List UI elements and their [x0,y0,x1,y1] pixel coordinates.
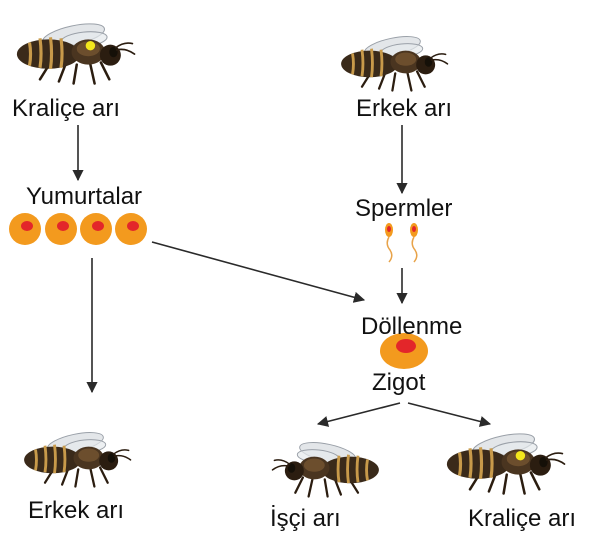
queen-mark-dot [515,450,526,461]
queen-mark-dot [85,40,96,51]
egg [45,213,77,245]
egg [115,213,147,245]
label-drone-bottom: Erkek arı [28,497,124,524]
arrow-eggs-to-fertilization [151,241,366,303]
label-fertilization: Döllenme [361,313,462,340]
egg [9,213,41,245]
drone-bee-icon [22,427,132,488]
label-sperm: Spermler [355,195,452,222]
label-queen-bottom: Kraliçe arı [468,505,576,532]
eggs-group [9,213,147,245]
queen-bee-icon [445,427,567,496]
label-worker: İşçi arı [270,505,341,532]
arrow-zygote-to-queen [407,402,492,427]
label-zygote: Zigot [372,369,426,396]
egg [80,213,112,245]
label-drone-top: Erkek arı [356,95,452,122]
sperm-cells-icon [385,223,418,263]
label-queen-top: Kraliçe arı [12,95,120,122]
queen-bee-icon [15,17,137,86]
label-eggs: Yumurtalar [26,183,142,210]
drone-bee-icon [339,31,449,92]
worker-bee-icon [271,437,381,498]
arrow-zygote-to-worker [316,402,401,427]
zygote-cell [380,333,428,369]
